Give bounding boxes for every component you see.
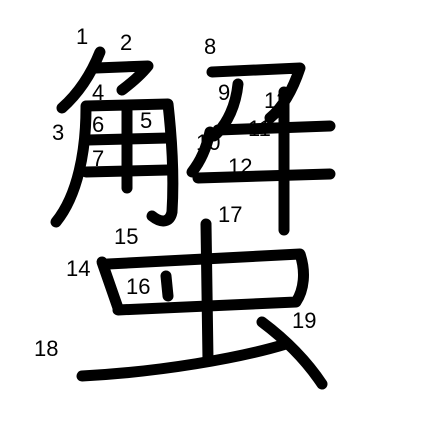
stroke-label-14: 14 (66, 256, 90, 281)
stroke-15 (102, 248, 309, 316)
stroke-label-18: 18 (34, 336, 58, 361)
stroke-4 (80, 98, 179, 227)
stroke-17 (200, 218, 214, 366)
stroke-label-11: 11 (248, 116, 271, 141)
stroke-6 (82, 132, 174, 146)
stroke-1 (56, 46, 106, 114)
stroke-label-7: 7 (92, 146, 104, 171)
stroke-label-2: 2 (120, 30, 132, 55)
stroke-label-4: 4 (92, 80, 104, 105)
stroke-label-12: 12 (228, 154, 252, 179)
stroke-label-10: 10 (196, 130, 220, 155)
stroke-label-9: 9 (218, 80, 230, 105)
stroke-label-15: 15 (114, 224, 138, 249)
stroke-18 (76, 338, 292, 382)
stroke-label-13: 13 (264, 88, 288, 113)
stroke-label-6: 6 (92, 112, 104, 137)
stroke-14 (96, 256, 124, 314)
stroke-11 (212, 120, 336, 136)
stroke-7 (80, 164, 174, 178)
stroke-16 (160, 270, 174, 302)
stroke-2 (90, 60, 154, 96)
stroke-3 (50, 102, 92, 228)
stroke-label-1: 1 (76, 24, 88, 49)
stroke-label-16: 16 (126, 274, 150, 299)
stroke-10 (186, 126, 216, 178)
stroke-label-3: 3 (52, 120, 64, 145)
stroke-label-5: 5 (140, 108, 152, 133)
stroke-12 (192, 168, 336, 184)
stroke-label-17: 17 (218, 202, 242, 227)
stroke-19 (256, 316, 328, 390)
stroke-label-8: 8 (204, 34, 216, 59)
stroke-label-19: 19 (292, 308, 316, 333)
